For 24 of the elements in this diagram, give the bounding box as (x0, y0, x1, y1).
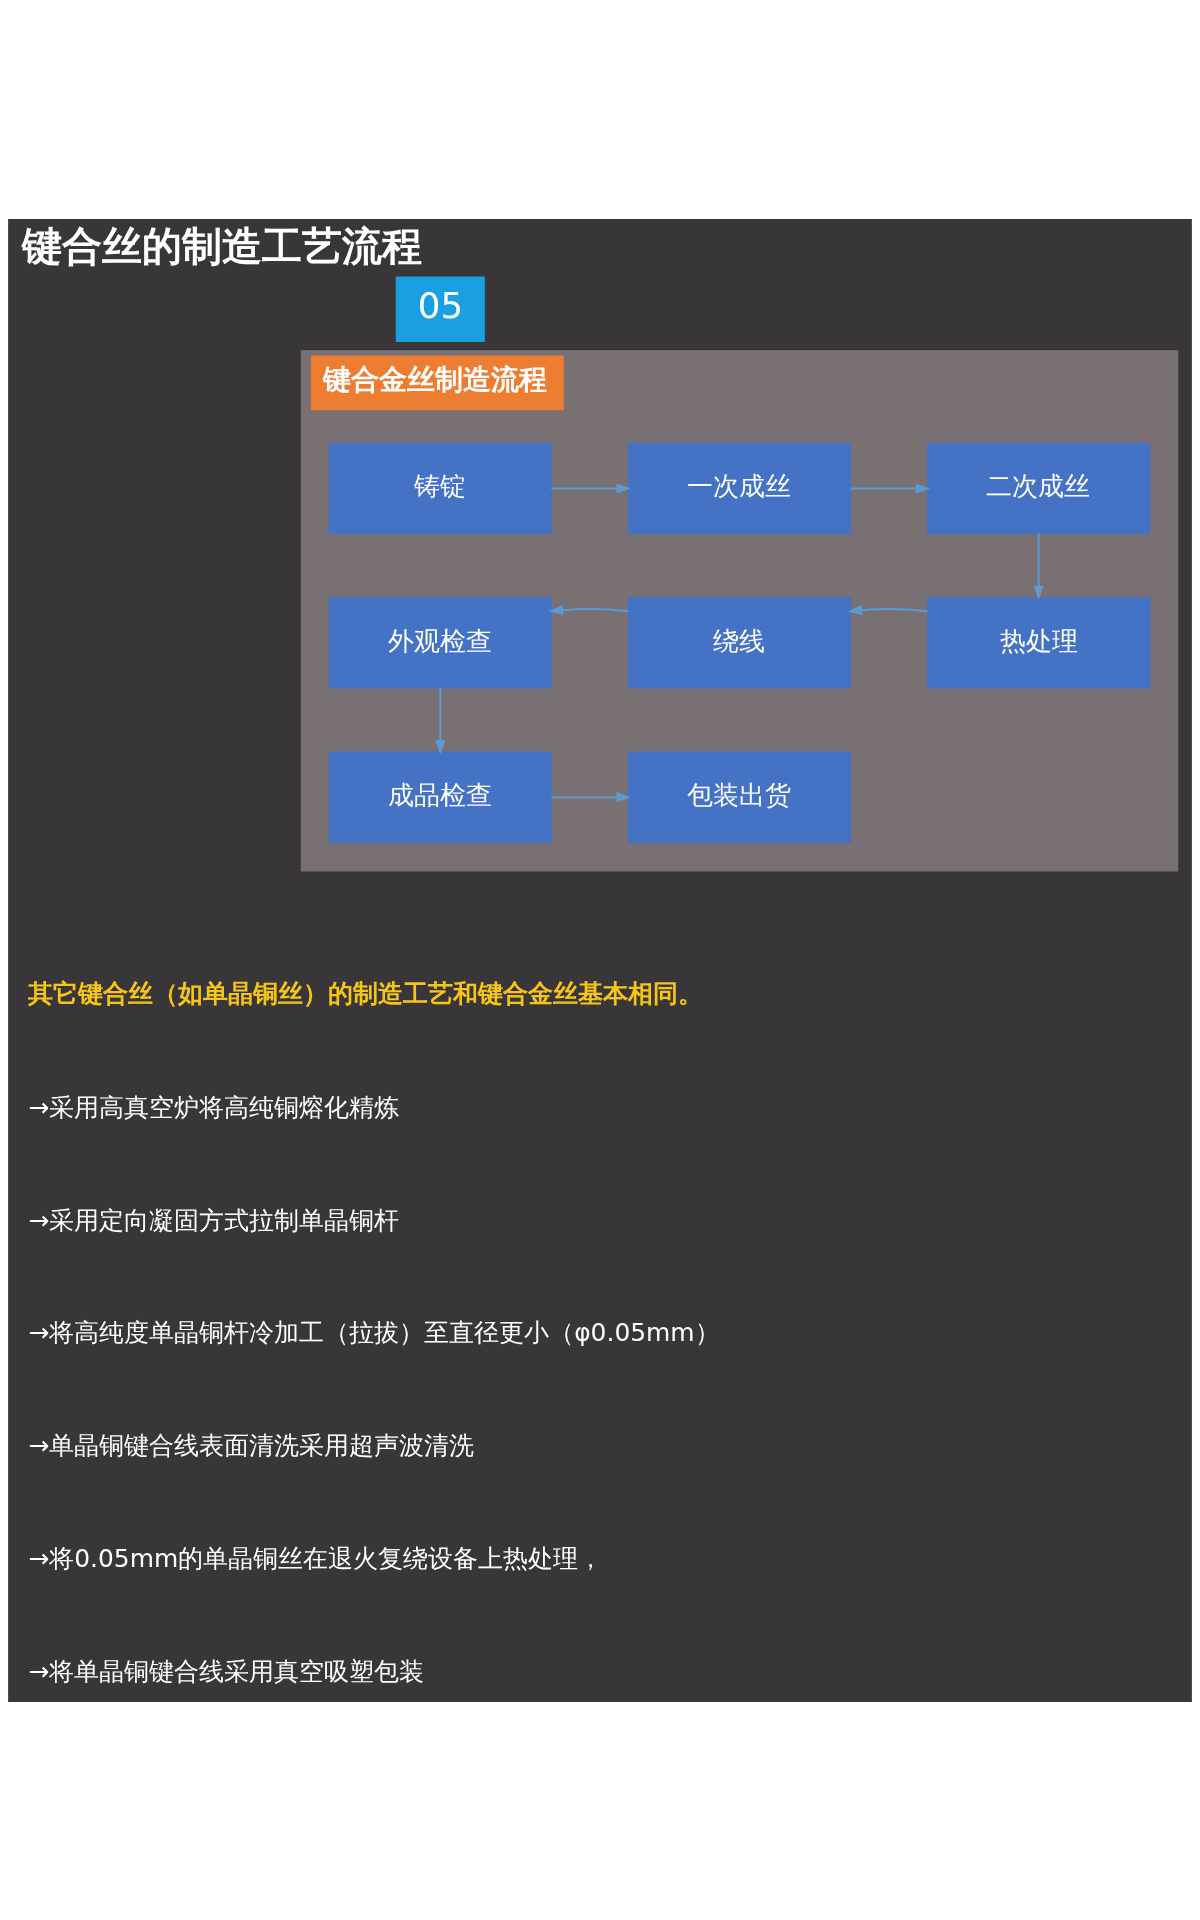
node-box: 热处理 (927, 596, 1151, 689)
arrow (847, 604, 929, 615)
label: →采用高真空炉将高纯铜熔化精炼 (28, 1092, 400, 1122)
node-box: 铸锭 (328, 442, 552, 534)
arrow (435, 686, 446, 755)
arrow (548, 604, 630, 615)
label: →采用定向凝固方式拉制单晶铜杆 (28, 1205, 400, 1235)
node-box: 包装出货 (627, 751, 852, 843)
arrow (849, 482, 931, 494)
node-box: 05 (395, 276, 485, 342)
label: →将高纯度单晶铜杆冷加工（拉拔）至直径更小（φ0.05mm） (28, 1317, 720, 1347)
arrow (1033, 532, 1044, 600)
arrow (550, 482, 632, 494)
label: →将单晶铜键合线采用真空吸塑包装 (28, 1656, 425, 1686)
label: →单晶铜键合线表面清洗采用超声波清洗 (28, 1430, 475, 1460)
diagram-title: 键合丝的制造工艺流程 (22, 222, 423, 270)
node-box: 一次成丝 (627, 442, 852, 534)
arrow (550, 791, 632, 802)
node-box: 绕线 (627, 596, 852, 689)
node-box: 成品检查 (328, 751, 552, 843)
node-box: 二次成丝 (927, 442, 1151, 534)
label: →将0.05mm的单晶铜丝在退火复绕设备上热处理， (28, 1543, 604, 1573)
node-box: 外观检查 (328, 596, 552, 689)
label: 其它键合丝（如单晶铜丝）的制造工艺和键合金丝基本相同。 (28, 978, 704, 1008)
